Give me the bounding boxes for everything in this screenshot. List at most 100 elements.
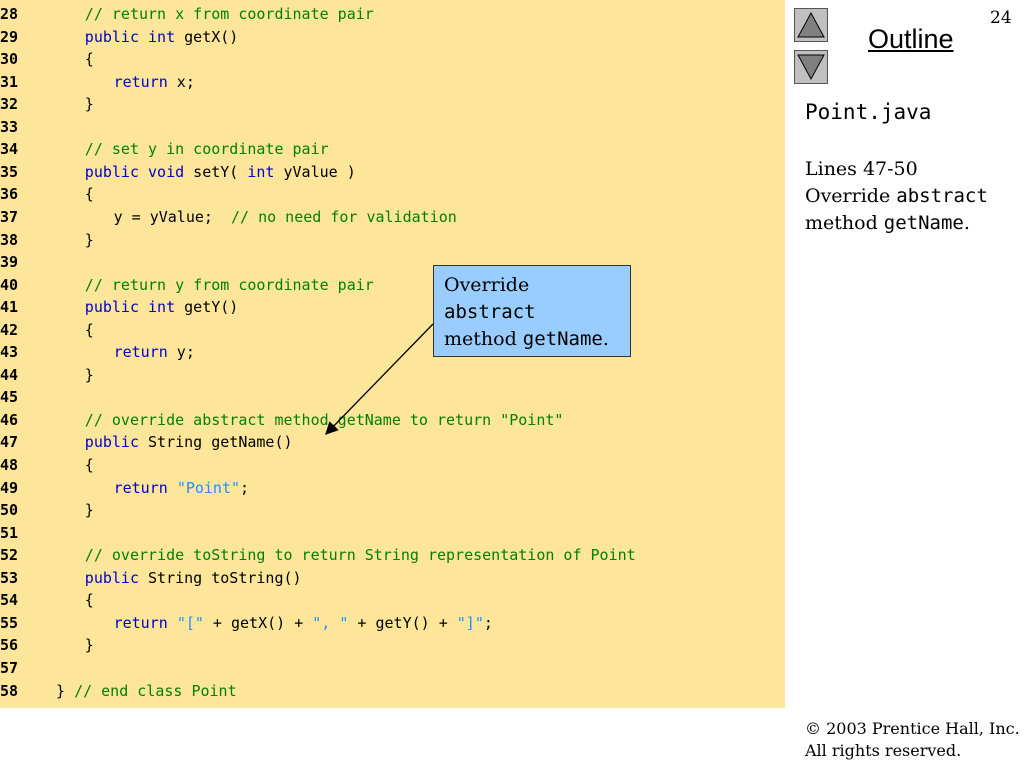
code-line: 50} (0, 499, 785, 522)
code-keyword: return (113, 72, 168, 91)
code-token: ; (483, 613, 493, 632)
code-line: 39 (0, 251, 785, 274)
code-text: { (85, 183, 94, 206)
line-number: 37 (0, 207, 19, 226)
copyright-symbol: © (805, 719, 821, 738)
code-line: 58} // end class Point (0, 680, 785, 703)
code-line: 40// return y from coordinate pair (0, 274, 785, 297)
code-text: // override toString to return String re… (85, 544, 636, 567)
notes-code-getname: getName (883, 212, 964, 234)
code-comment: // no need for validation (231, 207, 457, 226)
line-number: 34 (0, 140, 19, 159)
line-number: 48 (0, 456, 19, 474)
code-token: String getName() (138, 433, 293, 452)
code-token: { (84, 591, 94, 610)
callout-code-abstract: abstract (444, 301, 536, 323)
notes-code-abstract: abstract (896, 185, 988, 207)
code-keyword: int (247, 162, 275, 181)
code-comment: // end class Point (74, 681, 237, 700)
copyright-text: 2003 Prentice Hall, Inc. (821, 719, 1020, 738)
code-text: // override abstract method getName to r… (85, 409, 564, 432)
line-number: 55 (0, 613, 19, 632)
triangle-up-icon (797, 11, 825, 38)
code-keyword: public (84, 298, 139, 317)
code-line: 28 // return x from coordinate pair (0, 3, 785, 26)
code-token: { (84, 320, 94, 339)
notes-period: . (963, 212, 970, 234)
code-line: 45 (0, 386, 785, 409)
page-number: 24 (990, 8, 1012, 28)
triangle-down-icon (797, 54, 825, 81)
code-line: 36{ (0, 183, 785, 206)
code-text: public void setY( int yValue ) (85, 161, 356, 184)
line-number: 58 (0, 681, 19, 700)
code-token: } (84, 230, 94, 249)
code-text: { (85, 48, 94, 71)
code-text: { (85, 319, 94, 342)
outline-link[interactable]: Outline (868, 24, 954, 54)
code-string: ", " (312, 613, 349, 632)
code-keyword: public (84, 433, 139, 452)
code-text: // set y in coordinate pair (85, 138, 329, 161)
code-line: 44} (0, 364, 785, 387)
code-token: + getX() + (203, 613, 313, 632)
callout-method-prefix: method (444, 328, 523, 350)
line-number: 44 (0, 365, 19, 384)
code-text: // return x from coordinate pair (85, 3, 374, 26)
line-number: 43 (0, 343, 19, 362)
line-number: 46 (0, 410, 19, 429)
nav-down-button[interactable] (794, 50, 828, 84)
line-number: 51 (0, 523, 19, 542)
code-text: return "[" + getX() + ", " + getY() + "]… (114, 612, 493, 635)
nav-up-button[interactable] (794, 8, 828, 42)
code-text: // return y from coordinate pair (85, 274, 374, 297)
code-keyword: void (148, 162, 185, 181)
code-line: 48 { (0, 454, 785, 477)
code-text: } (85, 499, 94, 522)
code-text: } // end class Point (56, 680, 237, 703)
code-token: } (56, 681, 75, 700)
callout-period: . (602, 328, 609, 350)
code-text: { (85, 589, 94, 612)
line-number: 54 (0, 591, 19, 610)
callout-code-getname: getName (522, 328, 603, 350)
code-text: return x; (114, 71, 195, 94)
code-token: setY( (184, 162, 248, 181)
code-token: ; (240, 478, 250, 497)
code-string: "]" (456, 613, 484, 632)
code-text: return "Point"; (114, 477, 249, 500)
code-token: y; (167, 343, 195, 362)
line-number: 32 (0, 95, 19, 114)
code-token: getY() (175, 298, 239, 317)
code-comment: // override toString to return String re… (84, 546, 636, 565)
notes-method-text: method (805, 212, 884, 234)
code-text: } (85, 229, 94, 252)
line-number: 47 (0, 433, 19, 452)
code-text: public int getX() (85, 26, 239, 49)
code-comment: // return y from coordinate pair (84, 275, 374, 294)
code-keyword: public (84, 162, 139, 181)
line-number: 57 (0, 658, 19, 677)
line-number: 28 (0, 5, 19, 23)
code-keyword: public (84, 27, 139, 46)
code-line: 42 { (0, 319, 785, 342)
line-number: 31 (0, 72, 19, 91)
line-number: 45 (0, 388, 19, 407)
callout-box: Override abstract method getName. (433, 265, 631, 357)
line-number: 42 (0, 320, 19, 339)
code-line: 51 (0, 522, 785, 545)
code-token: { (84, 456, 94, 474)
code-token: } (84, 95, 94, 114)
code-line: 55 return "[" + getX() + ", " + getY() + … (0, 612, 785, 635)
code-line: 47 public String getName() (0, 431, 785, 454)
code-token: + getY() + (348, 613, 457, 632)
notes-line-2: Override abstract (805, 183, 1020, 210)
line-number: 50 (0, 501, 19, 520)
